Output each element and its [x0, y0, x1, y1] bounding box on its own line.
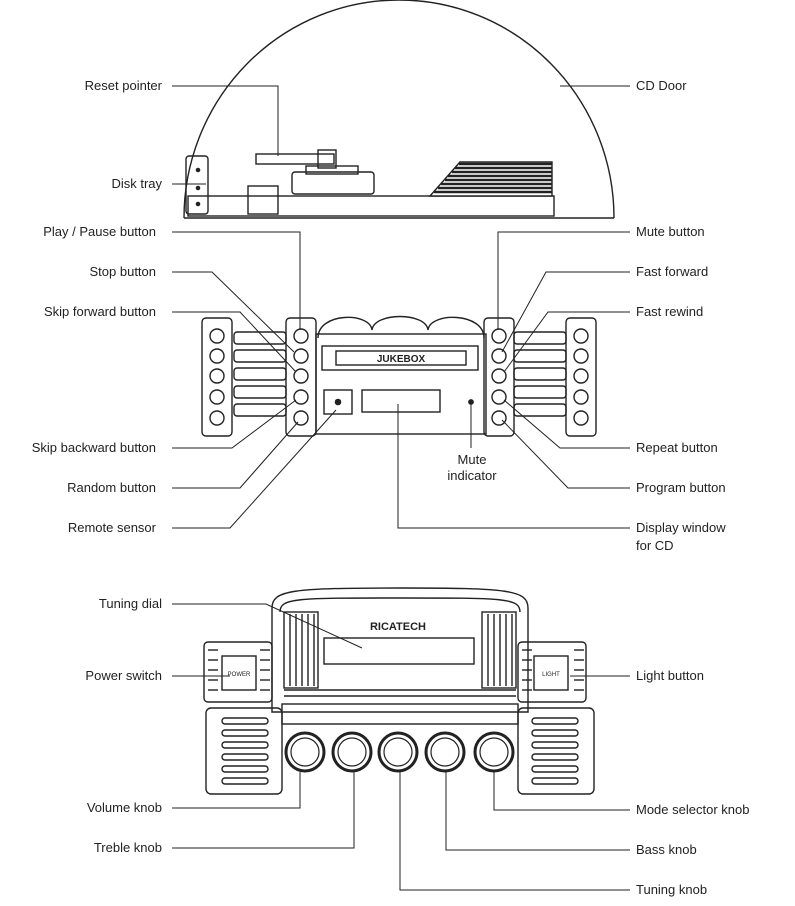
- label-mute-indicator-line1: Mute: [457, 452, 487, 467]
- label-treble-knob: Treble knob: [93, 840, 162, 855]
- label-tuning-knob: Tuning knob: [636, 882, 708, 897]
- power-label-text: POWER: [228, 672, 251, 678]
- label-cd-door: CD Door: [636, 78, 687, 93]
- label-fast-forward: Fast forward: [636, 264, 709, 279]
- jukebox-label-text: JUKEBOX: [377, 354, 426, 365]
- light-label-text: LIGHT: [542, 672, 560, 678]
- label-disk-tray: Disk tray: [111, 176, 162, 191]
- label-stop: Stop button: [89, 264, 157, 279]
- label-remote-sensor: Remote sensor: [67, 520, 156, 535]
- label-skip-forward: Skip forward button: [43, 304, 156, 319]
- label-mute-button: Mute button: [636, 224, 705, 239]
- label-reset-pointer: Reset pointer: [84, 78, 162, 93]
- radio-panel: [203, 587, 595, 795]
- label-program: Program button: [636, 480, 726, 495]
- label-mute-indicator-line2: indicator: [447, 468, 497, 483]
- label-display-window-line1: Display window: [636, 520, 726, 535]
- cd-door-dome: [183, 0, 615, 219]
- label-play-pause: Play / Pause button: [43, 224, 156, 239]
- label-mode-selector: Mode selector knob: [636, 802, 750, 817]
- label-repeat: Repeat button: [636, 440, 718, 455]
- label-fast-rewind: Fast rewind: [636, 304, 704, 319]
- label-power-switch: Power switch: [85, 668, 162, 683]
- label-light-button: Light button: [636, 668, 704, 683]
- brand-label-text: RICATECH: [370, 621, 426, 633]
- leader-lines: [172, 85, 630, 891]
- label-tuning-dial: Tuning dial: [98, 596, 162, 611]
- label-display-window-line2: for CD: [636, 538, 674, 553]
- label-bass-knob: Bass knob: [636, 842, 697, 857]
- label-skip-backward: Skip backward button: [31, 440, 156, 455]
- label-random: Random button: [67, 480, 156, 495]
- label-volume-knob: Volume knob: [86, 800, 162, 815]
- button-panel: [201, 315, 597, 437]
